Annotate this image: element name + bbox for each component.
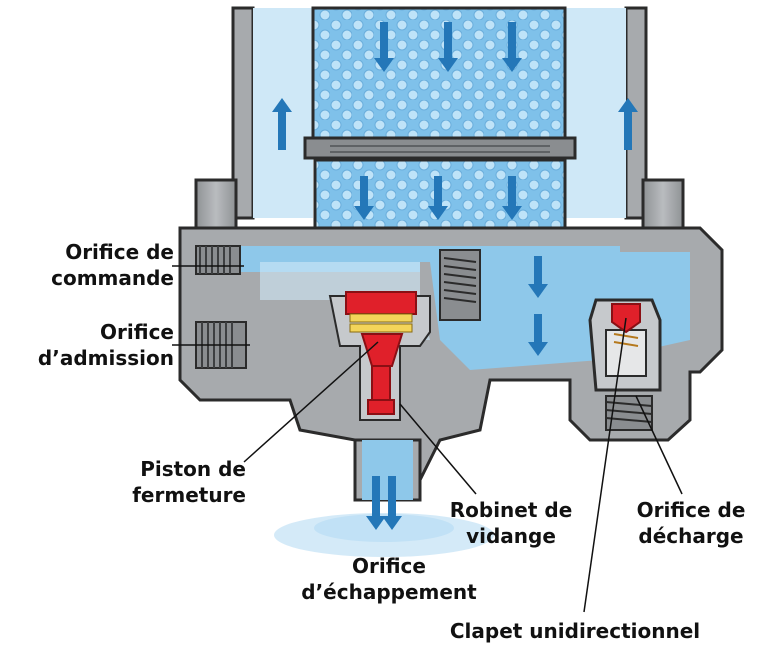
up-arrow-icon xyxy=(272,98,292,150)
down-arrow-icon xyxy=(382,476,402,530)
down-arrow-icon xyxy=(528,256,548,298)
down-arrow-icon xyxy=(366,476,386,530)
label-discharge-port: Orifice de décharge xyxy=(636,498,746,548)
up-arrow-icon xyxy=(618,98,638,150)
down-arrow-icon xyxy=(354,176,374,220)
down-arrow-icon xyxy=(502,22,522,72)
valve-body xyxy=(178,226,724,502)
label-exhaust-port: Orifice d’échappement xyxy=(301,554,477,604)
label-closing-piston: Piston de fermeture xyxy=(132,457,246,507)
down-arrow-icon xyxy=(502,176,522,220)
label-check-valve: Clapet unidirectionnel xyxy=(449,619,701,643)
down-arrow-icon xyxy=(528,314,548,356)
label-control-port: Orifice de commande xyxy=(51,240,174,290)
down-arrow-icon xyxy=(438,22,458,72)
exhaust-spray xyxy=(274,513,494,557)
label-drain-valve: Robinet de vidange xyxy=(449,498,573,548)
flow-arrows xyxy=(272,22,638,530)
label-inlet-port: Orifice d’admission xyxy=(37,320,174,370)
down-arrow-icon xyxy=(428,176,448,220)
down-arrow-icon xyxy=(374,22,394,72)
pistons xyxy=(345,291,641,415)
leader-lines xyxy=(172,265,683,613)
